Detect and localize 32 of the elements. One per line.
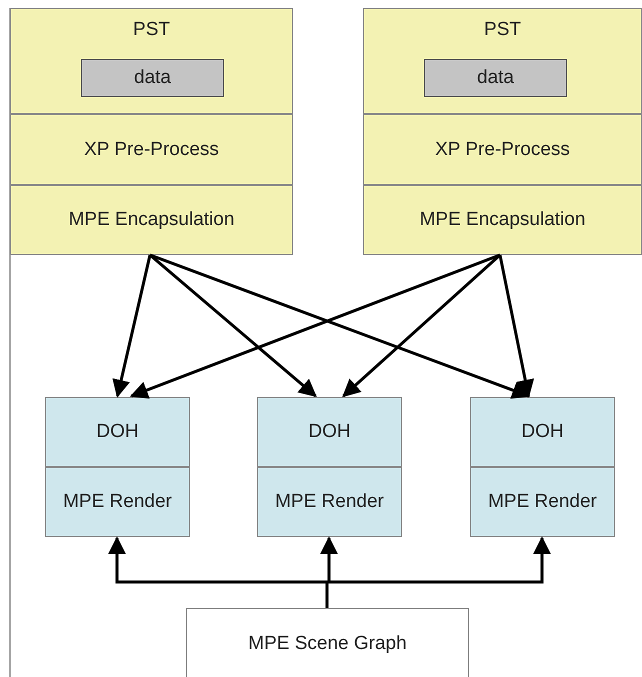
- process-box: [363, 185, 642, 255]
- process-box: [10, 185, 293, 255]
- node-label: XP Pre-Process: [435, 138, 570, 160]
- node-label: MPE Scene Graph: [248, 633, 407, 655]
- data-box: [81, 59, 224, 97]
- node-label: MPE Render: [275, 491, 384, 513]
- process-box: [257, 397, 402, 467]
- process-box: [363, 114, 642, 185]
- node-label: data: [477, 67, 514, 89]
- process-box: [45, 397, 190, 467]
- node-label: PST: [133, 19, 170, 41]
- process-box: [257, 467, 402, 537]
- arrow: [112, 254, 152, 398]
- process-box: [10, 8, 293, 114]
- node-label: MPE Encapsulation: [68, 209, 234, 231]
- node-label: XP Pre-Process: [84, 138, 219, 160]
- process-box: [470, 397, 615, 467]
- arrow: [498, 254, 534, 398]
- data-box: [424, 59, 567, 97]
- node-label: DOH: [308, 421, 351, 443]
- process-box: [10, 114, 293, 185]
- node-label: PST: [484, 19, 521, 41]
- node-label: DOH: [521, 421, 564, 443]
- node-label: data: [134, 67, 171, 89]
- node-label: MPE Render: [488, 491, 597, 513]
- node-label: MPE Encapsulation: [420, 209, 586, 231]
- process-box: [470, 467, 615, 537]
- node-label: DOH: [96, 421, 139, 443]
- process-box: [363, 8, 642, 114]
- node-label: MPE Render: [63, 491, 172, 513]
- process-box: [186, 608, 469, 677]
- process-box: [45, 467, 190, 537]
